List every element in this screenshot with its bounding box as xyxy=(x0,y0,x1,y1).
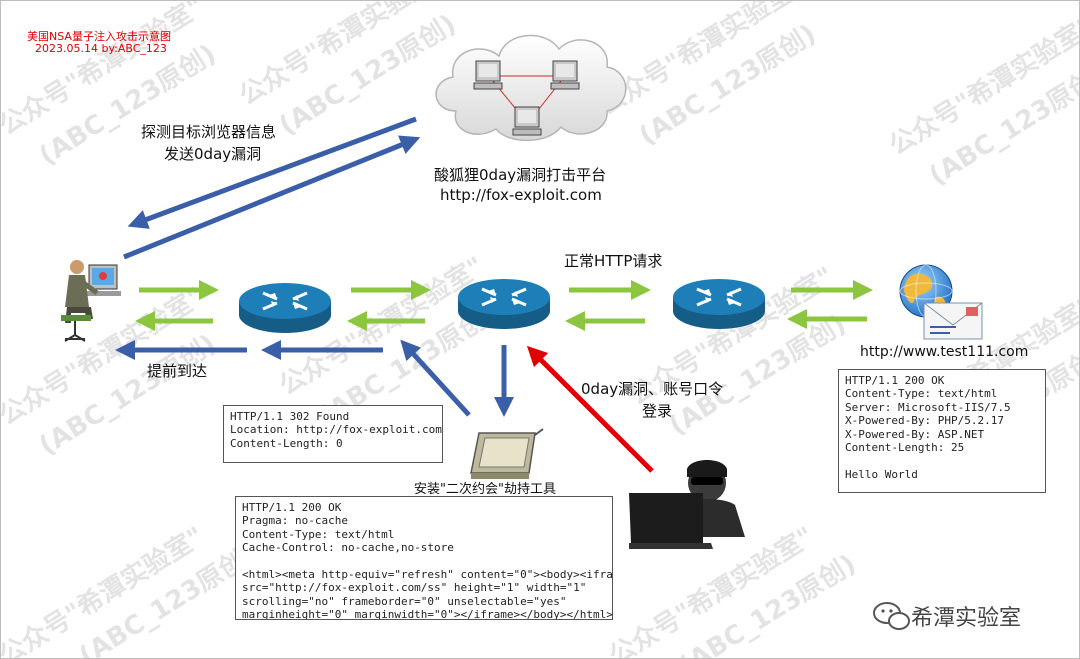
user-at-computer-icon xyxy=(61,260,121,342)
server-response-box: HTTP/1.1 200 OK Content-Type: text/html … xyxy=(838,369,1046,493)
hacker-icon xyxy=(629,460,745,549)
platform-url: http://fox-exploit.com xyxy=(440,186,602,204)
install-tool-label: 安装"二次约会"劫持工具 xyxy=(414,482,556,497)
globe-web-server-icon xyxy=(899,264,983,340)
diagram-title: 美国NSA量子注入攻击示意图 xyxy=(27,30,171,43)
probe-arrow-to-platform xyxy=(123,135,421,260)
brand-watermark: 希潭实验室 xyxy=(911,606,1022,631)
platform-name: 酸狐狸0day漏洞打击平台 xyxy=(434,166,607,184)
wechat-icon xyxy=(873,602,910,630)
diagram-subtitle: 2023.05.14 by:ABC_123 xyxy=(35,42,167,55)
inject-response-box: HTTP/1.1 200 OK Pragma: no-cache Content… xyxy=(235,496,613,620)
router-icon xyxy=(458,279,550,329)
router-icon xyxy=(239,283,331,333)
tablet-device-icon xyxy=(470,428,544,479)
probe-arrow-to-user xyxy=(127,116,417,229)
redirect-response-box: HTTP/1.1 302 Found Location: http://fox-… xyxy=(223,405,443,463)
zero-day-label-2: 登录 xyxy=(642,402,673,420)
router-icon xyxy=(673,279,765,329)
arrive-early-label: 提前到达 xyxy=(147,362,208,380)
probe-label: 探测目标浏览器信息 xyxy=(141,123,277,141)
hacker-attack-arrow xyxy=(526,345,654,473)
probe-label-2: 发送0day漏洞 xyxy=(164,145,262,163)
test-server-url: http://www.test111.com xyxy=(860,344,1029,360)
normal-http-label: 正常HTTP请求 xyxy=(564,252,663,270)
zero-day-label: 0day漏洞、账号口令 xyxy=(581,380,724,398)
cloud-network-icon xyxy=(435,34,627,142)
inject-arrow-to-router2 xyxy=(400,339,471,417)
